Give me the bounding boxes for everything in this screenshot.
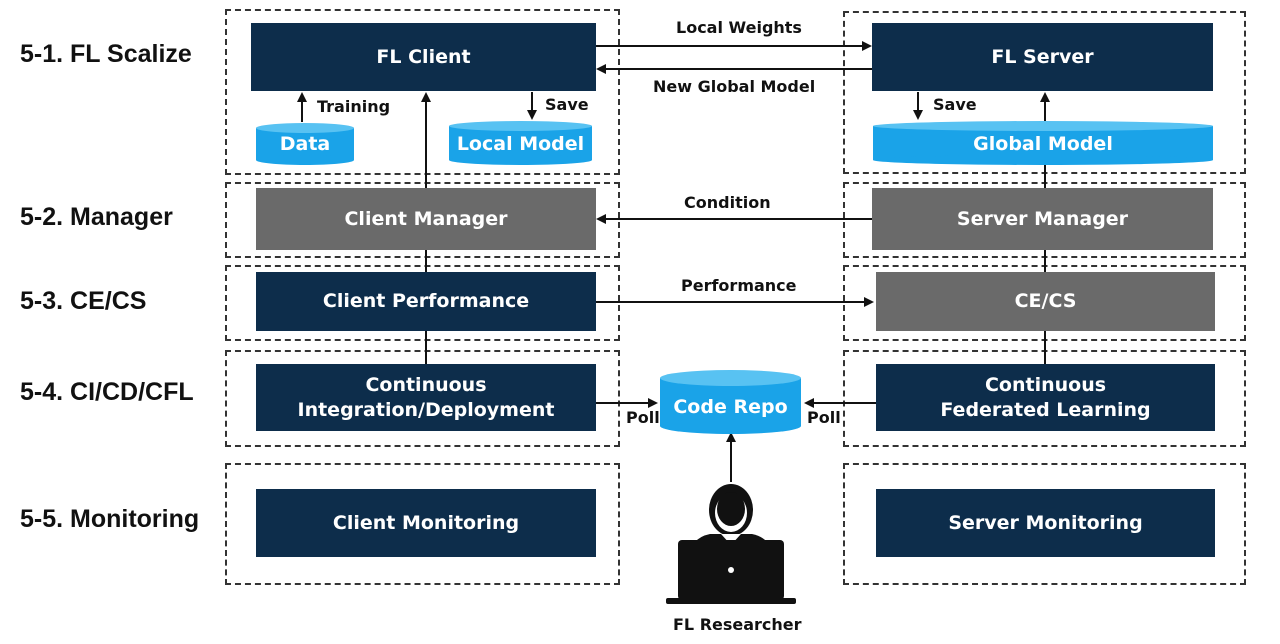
local-model-cylinder bbox=[449, 121, 592, 165]
server-monitoring-node: Server Monitoring bbox=[876, 489, 1215, 557]
new-global-model-label: New Global Model bbox=[653, 77, 816, 96]
save-client-label: Save bbox=[545, 95, 589, 114]
researcher-label: FL Researcher bbox=[673, 615, 802, 634]
local-weights-label: Local Weights bbox=[676, 18, 802, 37]
ce-cs-node: CE/CS bbox=[876, 272, 1215, 331]
poll-left-label: Poll bbox=[626, 408, 660, 427]
row-label-manager: 5-2. Manager bbox=[20, 203, 173, 231]
code-repo-label: Code Repo bbox=[673, 396, 788, 418]
data-cylinder bbox=[256, 123, 354, 165]
row-label-monitoring: 5-5. Monitoring bbox=[20, 505, 200, 533]
client-manager-node: Client Manager bbox=[256, 188, 596, 250]
global-model-cylinder bbox=[873, 121, 1213, 165]
data-label: Data bbox=[279, 133, 331, 155]
ci-cd-group bbox=[225, 350, 620, 447]
code-repo-cylinder bbox=[660, 370, 801, 434]
row-label-ci-cd-cfl: 5-4. CI/CD/CFL bbox=[20, 378, 194, 406]
global-model-label: Global Model bbox=[973, 133, 1113, 155]
server-manager-node: Server Manager bbox=[872, 188, 1213, 250]
training-label: Training bbox=[317, 97, 391, 116]
cfl-node: Continuous Federated Learning bbox=[876, 364, 1215, 431]
row-label-ce-cs: 5-3. CE/CS bbox=[20, 287, 147, 315]
condition-label: Condition bbox=[684, 193, 771, 212]
client-monitoring-node: Client Monitoring bbox=[256, 489, 596, 557]
row-label-fl-scalize: 5-1. FL Scalize bbox=[20, 40, 192, 68]
client-monitoring-group bbox=[225, 463, 620, 585]
performance-label: Performance bbox=[681, 276, 797, 295]
client-fl-group bbox=[225, 9, 620, 175]
fl-server-node: FL Server bbox=[872, 23, 1213, 91]
fl-client-node: FL Client bbox=[251, 23, 596, 91]
client-performance-node: Client Performance bbox=[256, 272, 596, 331]
researcher-icon bbox=[666, 484, 796, 604]
server-monitoring-group bbox=[843, 463, 1246, 585]
save-server-label: Save bbox=[933, 95, 977, 114]
local-model-label: Local Model bbox=[456, 133, 585, 155]
poll-right-label: Poll bbox=[807, 408, 841, 427]
ci-cd-node: Continuous Integration/Deployment bbox=[256, 364, 596, 431]
